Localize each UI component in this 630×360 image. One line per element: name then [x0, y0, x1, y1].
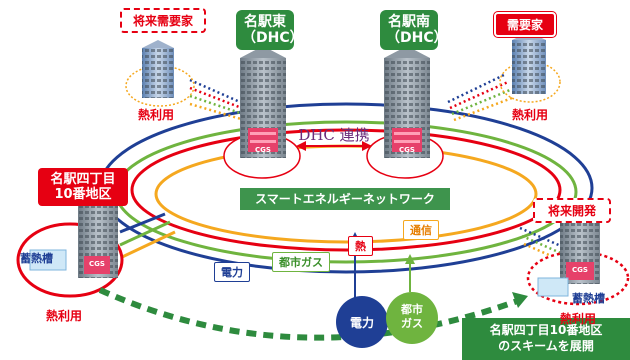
scheme-arrow: [98, 287, 528, 341]
ring-tag-heat: 熱: [348, 236, 373, 256]
smart-network-banner: [240, 188, 450, 210]
future-dev-label: 将来開発: [533, 198, 611, 223]
top-right-dotted-spokes: [447, 72, 513, 122]
source-power-text: 電力: [349, 316, 374, 330]
cgs-right: CGS: [572, 266, 588, 274]
source-gas-text: 都市 ガス: [401, 303, 423, 330]
demand-label: 需要家: [493, 11, 557, 38]
cgs-east: CGS: [255, 146, 271, 154]
meieki-4chome-building: [16, 192, 124, 298]
gas-source-circle: [386, 292, 438, 344]
ring-tag-gas: 都市ガス: [272, 252, 330, 272]
heat-use-label-1: 熱利用: [138, 108, 175, 122]
meieki-east-label: 名駅東 （DHC）: [236, 10, 304, 50]
meieki-south-building: [366, 46, 444, 179]
ring-tag-power: 電力: [214, 262, 250, 282]
future-dev-building: [526, 222, 630, 306]
left-spokes: [119, 212, 176, 260]
storage-label-1: 蓄熱槽: [20, 252, 53, 265]
meieki-south-label: 名駅南 （DHC）: [380, 10, 448, 50]
heat-use-label-3: 熱利用: [46, 309, 83, 323]
smart-network-text: スマートエネルギーネットワーク: [255, 192, 435, 206]
cgs-left: CGS: [89, 260, 105, 268]
meieki-east-building: [223, 46, 301, 179]
heat-use-label-4: 熱利用: [560, 312, 597, 326]
demand-building: [499, 32, 561, 103]
cgs-south: CGS: [399, 146, 415, 154]
future-demand-label: 将来需要家: [120, 8, 206, 33]
heat-ring: [130, 128, 562, 252]
ring-tag-comm: 通信: [403, 220, 439, 240]
meieki-4chome-label: 名駅四丁目 10番地区: [38, 168, 128, 206]
scheme-box: [462, 318, 630, 360]
storage-label-2: 蓄熱槽: [572, 292, 605, 305]
dhc-link-arrow: [296, 141, 372, 151]
dhc-link-text: DHC 連携: [298, 126, 370, 144]
heat-use-label-2: 熱利用: [512, 108, 549, 122]
power-source-circle: [336, 296, 388, 348]
future-demand-building: [125, 40, 195, 107]
scheme-text: 名駅四丁目10番地区 のスキームを展開: [489, 323, 603, 353]
